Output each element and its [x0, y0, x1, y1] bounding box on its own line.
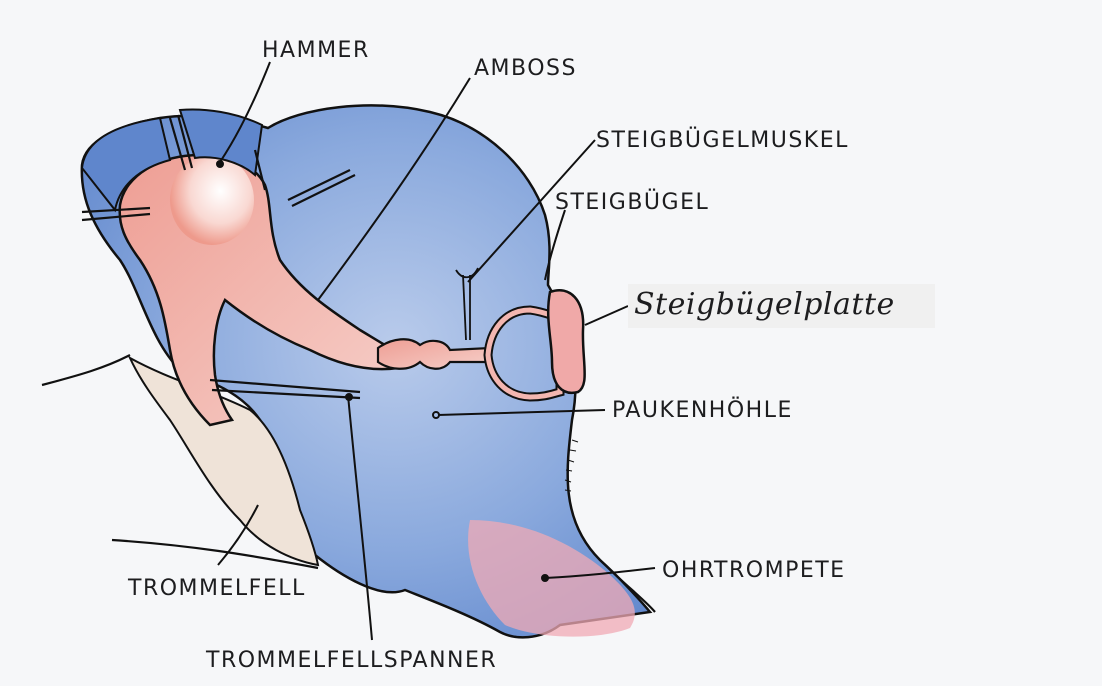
label-paukenhoehle: PAUKENHÖHLE	[612, 400, 793, 422]
stapes-footplate	[548, 290, 584, 393]
label-hammer: HAMMER	[262, 40, 370, 62]
label-steigbuegelplatte: Steigbügelplatte	[628, 284, 935, 328]
label-steigbuegelmuskel: STEIGBÜGELMUSKEL	[596, 130, 849, 152]
label-ohrtrompete: OHRTROMPETE	[662, 560, 846, 582]
label-amboss: AMBOSS	[474, 58, 577, 80]
label-steigbuegel: STEIGBÜGEL	[555, 192, 709, 214]
hammer-head-highlight	[170, 155, 254, 245]
label-trommelfell: TROMMELFELL	[128, 578, 306, 600]
label-trommelfellspanner: TROMMELFELLSPANNER	[206, 650, 497, 672]
